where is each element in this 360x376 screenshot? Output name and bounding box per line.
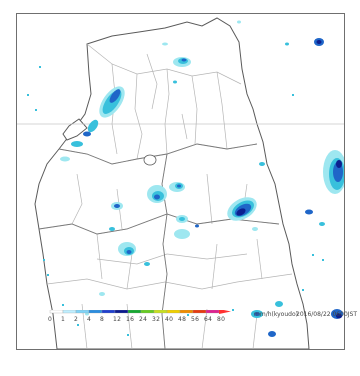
legend-value: 4 [87,316,92,323]
legend-unit: mm/h(kyoudo) [254,311,298,318]
legend-value: 2 [74,316,79,323]
legend-swatch [75,310,90,314]
rain-cell-offshore-north-east [237,20,324,46]
rain-cell-offshore-east [305,150,344,226]
rain-cell-north [162,42,191,84]
legend-value: 1 [61,316,66,323]
rain-cell-south-east [251,301,343,337]
radar-map-frame [16,13,345,350]
precipitation-legend [49,310,231,314]
legend-value: 16 [126,316,135,323]
legend-swatch [114,310,129,314]
legend-arrow-tip [219,310,231,314]
rain-cell-south-west [85,227,150,316]
legend-swatch [127,310,142,314]
legend-swatch [101,310,116,314]
radar-map [17,17,344,349]
legend-timestamp: 2016/08/22 0600JST [296,311,358,318]
legend-value: 64 [204,316,213,323]
legend-value: 80 [217,316,226,323]
legend-value: 0 [48,316,53,323]
legend-value: 12 [113,316,122,323]
legend-swatch [153,310,168,314]
legend-swatch [192,310,207,314]
legend-swatch [49,310,64,314]
legend-value: 56 [191,316,200,323]
rain-speckles [27,66,324,336]
legend-swatch [179,310,194,314]
rain-cell-east [227,162,265,231]
lake [143,154,157,166]
legend-value: 32 [152,316,161,323]
legend-swatch [140,310,155,314]
legend-value: 8 [100,316,105,323]
rain-cell-central [111,182,199,239]
legend-value: 24 [139,316,148,323]
legend-value: 40 [165,316,174,323]
legend-color-bar [49,310,231,314]
rain-cell-north-west [60,86,125,162]
rain-echoes [27,20,344,337]
legend-swatch [166,310,181,314]
legend-swatch [205,310,220,314]
legend-swatch [88,310,103,314]
legend-value: 48 [178,316,187,323]
legend-swatch [62,310,77,314]
